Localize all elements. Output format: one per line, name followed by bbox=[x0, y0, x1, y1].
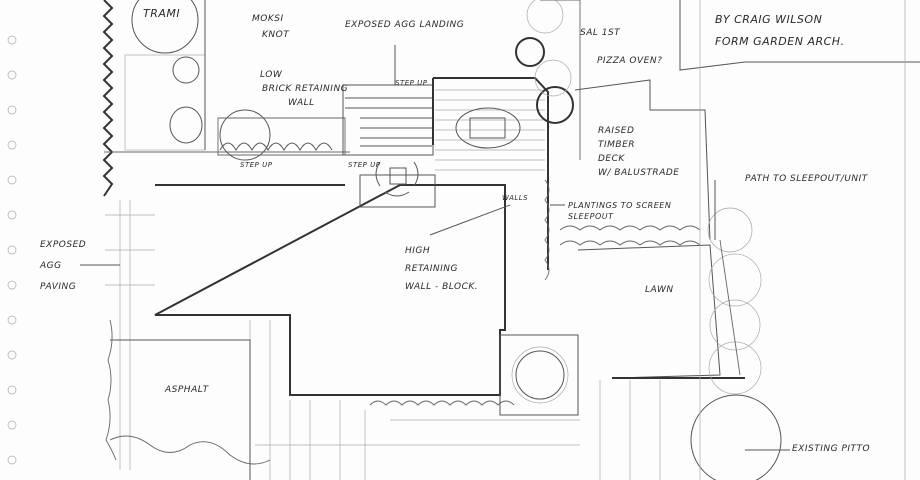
left-boundary-hedge bbox=[102, 0, 114, 197]
asphalt-edge bbox=[110, 339, 251, 480]
label-step-up: STEP UP bbox=[348, 161, 381, 169]
existing-pittosporum-tree bbox=[690, 394, 782, 480]
deck-boards bbox=[435, 89, 545, 171]
label-low-wall: LOW bbox=[260, 70, 283, 80]
label-trami: TRAMI bbox=[143, 7, 181, 20]
raised-timber-deck-edge bbox=[433, 77, 549, 270]
label-moksi-knot: KNOT bbox=[262, 30, 290, 40]
notebook-rings bbox=[7, 35, 17, 465]
hedge-scribble bbox=[109, 435, 271, 465]
tree-symbol bbox=[709, 299, 761, 351]
planter-bed bbox=[124, 54, 206, 151]
label-deck-2: TIMBER bbox=[598, 140, 636, 150]
shrub bbox=[172, 56, 200, 84]
deck-edge-planting bbox=[544, 179, 550, 281]
column bbox=[389, 167, 407, 185]
tree-symbol bbox=[515, 350, 565, 400]
label-high-wall-2: RETAINING bbox=[405, 264, 459, 274]
label-paving: EXPOSED bbox=[40, 240, 87, 250]
label-plantings: PLANTINGS TO SCREEN bbox=[568, 201, 672, 210]
steps bbox=[345, 97, 432, 147]
label-deck-4: W/ BALUSTRADE bbox=[598, 168, 680, 178]
tree-symbol bbox=[707, 207, 753, 253]
tree-symbol bbox=[511, 346, 569, 404]
lawn-edge bbox=[577, 244, 721, 379]
label-deck-3: DECK bbox=[598, 154, 625, 164]
label-step-up: STEP UP bbox=[395, 79, 428, 87]
tree-symbol bbox=[536, 86, 574, 124]
label-sal: SAL 1ST bbox=[580, 28, 621, 38]
label-exposed-agg-landing: EXPOSED AGG LANDING bbox=[345, 20, 465, 30]
tree-symbol bbox=[219, 109, 271, 161]
table-chairs bbox=[455, 107, 521, 149]
label-low-wall-3: WALL bbox=[288, 98, 315, 108]
leader-line bbox=[429, 204, 511, 236]
fire-pit-arcs bbox=[375, 161, 419, 197]
label-high-wall-3: WALL - BLOCK. bbox=[405, 282, 479, 292]
tree-symbol bbox=[534, 59, 572, 97]
label-deck: RAISED bbox=[598, 126, 635, 136]
label-asphalt: ASPHALT bbox=[165, 385, 209, 395]
label-lawn: LAWN bbox=[645, 285, 674, 295]
label-path: PATH TO SLEEPOUT/UNIT bbox=[745, 174, 868, 184]
entry-porch bbox=[359, 174, 436, 208]
planter-box bbox=[499, 334, 579, 416]
title-block-border bbox=[679, 0, 920, 71]
hedge-scribble bbox=[105, 319, 117, 461]
label-high-wall: HIGH bbox=[405, 246, 431, 256]
screen-planting bbox=[559, 225, 701, 231]
label-existing-pitto: EXISTING PITTO bbox=[792, 444, 871, 454]
deck-outline bbox=[574, 79, 711, 241]
label-paving-3: PAVING bbox=[40, 282, 77, 292]
exposed-agg-landing bbox=[342, 84, 434, 156]
outdoor-table bbox=[469, 117, 506, 139]
planting-scribble bbox=[219, 142, 333, 152]
label-pizza-oven: PIZZA OVEN? bbox=[597, 56, 663, 66]
tree-symbol bbox=[526, 0, 564, 34]
label-walls: WALLS bbox=[502, 194, 529, 202]
planting-scribble bbox=[369, 400, 515, 406]
title-firm: FORM GARDEN ARCH. bbox=[715, 35, 845, 48]
path-line bbox=[719, 239, 741, 376]
label-moksi: MOKSI bbox=[252, 14, 284, 24]
label-low-wall-2: BRICK RETAINING bbox=[262, 84, 349, 94]
screen-planting bbox=[559, 240, 701, 246]
low-retaining-wall-bed bbox=[217, 117, 346, 156]
tree-symbol bbox=[708, 253, 762, 307]
tree-symbol bbox=[515, 37, 545, 67]
label-paving-2: AGG bbox=[40, 261, 62, 271]
shrub bbox=[169, 106, 203, 144]
label-step-up: STEP UP bbox=[240, 161, 273, 169]
label-plantings-2: SLEEPOUT bbox=[568, 212, 614, 221]
boundary-line bbox=[540, 0, 581, 160]
tree-trami bbox=[131, 0, 199, 54]
title-author: BY CRAIG WILSON bbox=[715, 13, 823, 26]
